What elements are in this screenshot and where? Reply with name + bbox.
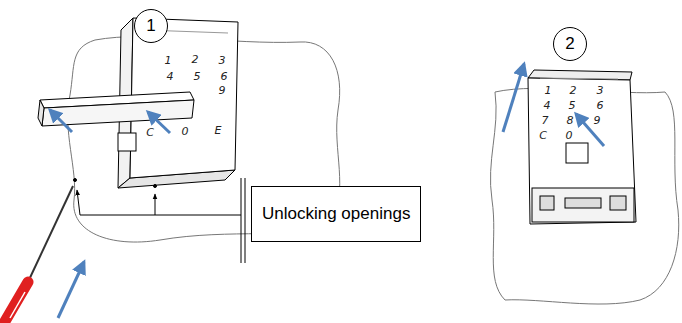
motion-arrow [50,64,604,318]
screwdriver [4,186,73,323]
key-label: 9 [219,84,226,97]
key-label: 7 [542,114,549,127]
key-label: 2 [192,53,199,66]
key-label: 3 [219,54,226,67]
callout-circle: 1 [134,9,168,43]
key-label: 0 [182,125,189,138]
key-label: C [539,129,547,142]
key-label: 1 [165,54,172,67]
callout-box: Unlocking openings [251,186,421,242]
key-label: 1 [545,84,552,97]
key-label: 6 [597,99,604,112]
callout-number: 1 [146,16,155,36]
key-label: 5 [569,99,576,112]
key-label: 3 [597,84,604,97]
key-label: 2 [570,84,577,97]
key-label: C [146,126,154,139]
key-label: 4 [544,99,551,112]
key-label: 8 [567,114,574,127]
key-label: E [215,124,222,137]
key-label: 9 [594,114,601,127]
callout-circle: 2 [553,27,587,61]
key-label: 4 [167,70,174,83]
key-label: 0 [566,129,573,142]
key-label: 6 [221,70,228,83]
callout-text: Unlocking openings [262,204,410,224]
keypad-device [528,70,636,224]
leader-line [77,178,245,263]
callout-number: 2 [565,34,574,54]
key-label: 5 [194,70,201,83]
